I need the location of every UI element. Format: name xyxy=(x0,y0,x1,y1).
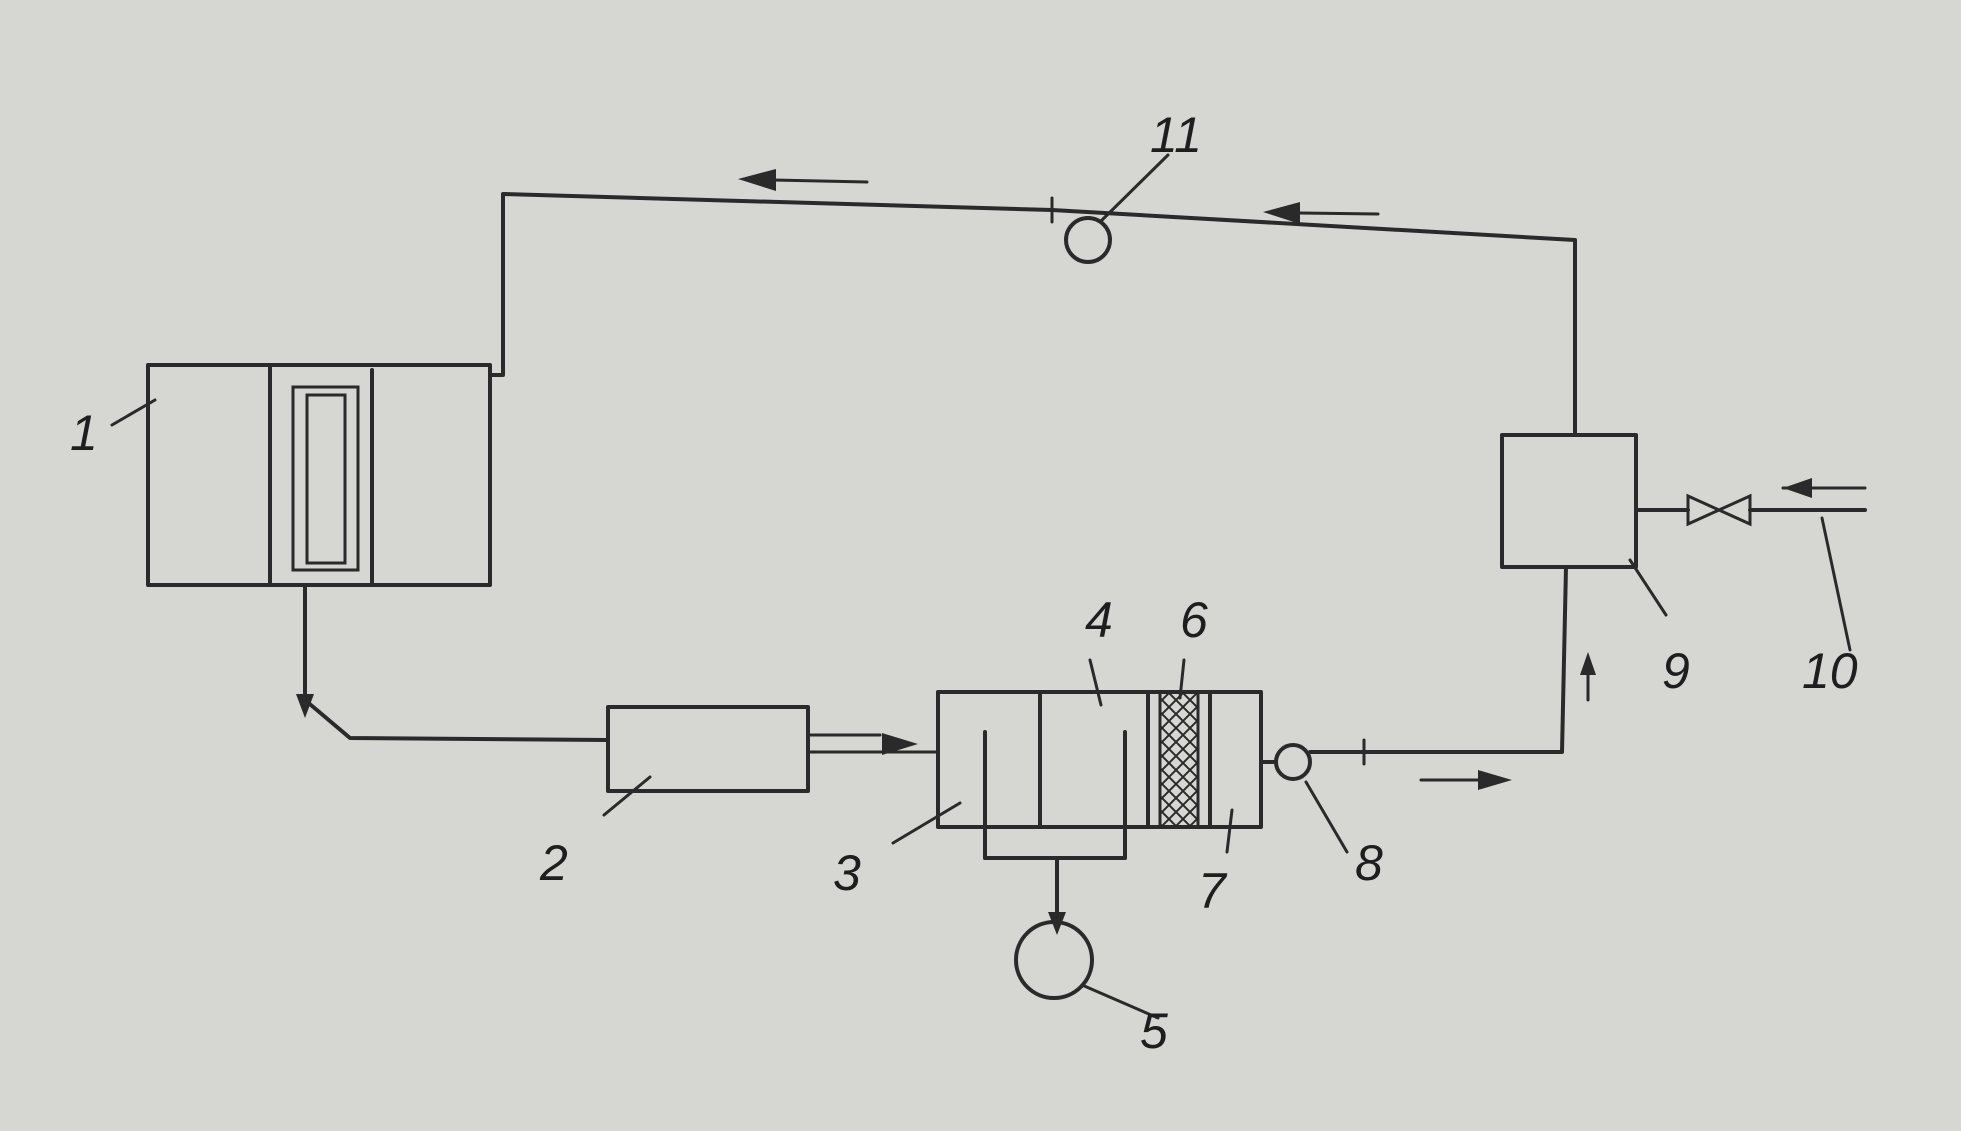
label-8: 8 xyxy=(1355,835,1383,891)
label-2: 2 xyxy=(539,835,568,891)
flow-arrow-top-right xyxy=(1263,202,1380,224)
label-9: 9 xyxy=(1662,643,1690,699)
pipe-8-to-9 xyxy=(1308,565,1568,754)
feed-line-10 xyxy=(1634,478,1867,512)
top-return-pipe xyxy=(488,192,1577,437)
flow-arrow-top-left xyxy=(738,169,869,191)
flow-arrow-up xyxy=(1580,652,1596,702)
label-5: 5 xyxy=(1140,1003,1168,1059)
unit-2 xyxy=(606,705,810,793)
valve-icon xyxy=(1686,493,1752,527)
leader-lines xyxy=(110,153,1852,1020)
pump-8 xyxy=(1274,743,1312,781)
label-7: 7 xyxy=(1198,863,1228,919)
vessel-9 xyxy=(1500,433,1638,569)
label-11: 11 xyxy=(1150,107,1202,163)
unit-1 xyxy=(146,363,492,587)
pipe-1-to-2 xyxy=(303,583,610,742)
vessel-5 xyxy=(1014,920,1094,1000)
flow-arrow-bottom-right xyxy=(1419,770,1512,790)
pump-11 xyxy=(1064,216,1112,264)
label-4: 4 xyxy=(1085,592,1113,648)
label-10: 10 xyxy=(1802,643,1858,699)
arrow-down-icon xyxy=(296,694,314,718)
label-6: 6 xyxy=(1180,592,1208,648)
label-3: 3 xyxy=(833,845,861,901)
pipe-2-to-3 xyxy=(806,733,940,755)
label-1: 1 xyxy=(70,405,98,461)
separator-apparatus xyxy=(936,690,1263,860)
